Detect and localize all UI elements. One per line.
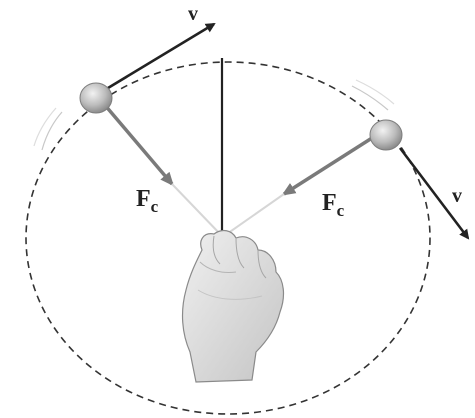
- string-right: [223, 193, 285, 237]
- hand-holding-strings-icon: [181, 229, 285, 383]
- force-arrow-left: [102, 102, 174, 187]
- velocity-label-right: v: [452, 185, 462, 207]
- ball-left: [79, 82, 113, 114]
- velocity-arrow-top: [107, 22, 216, 90]
- velocity-label-top: v: [188, 3, 198, 25]
- force-label-right-sub: c: [337, 201, 345, 220]
- motion-trail-left-2: [33, 107, 57, 147]
- circular-path: [25, 61, 431, 415]
- force-label-left-sub: c: [151, 197, 159, 216]
- force-label-left: Fc: [136, 186, 159, 216]
- force-label-right-main: F: [322, 190, 337, 216]
- velocity-arrow-right: [398, 147, 470, 240]
- motion-trail-right-2: [355, 79, 395, 105]
- string-left: [171, 183, 223, 237]
- force-label-right: Fc: [322, 190, 345, 220]
- ball-right: [369, 119, 403, 151]
- motion-trail-left: [41, 111, 63, 151]
- motion-trail-right: [351, 85, 389, 111]
- force-label-left-main: F: [136, 186, 151, 212]
- force-arrow-right: [281, 136, 373, 196]
